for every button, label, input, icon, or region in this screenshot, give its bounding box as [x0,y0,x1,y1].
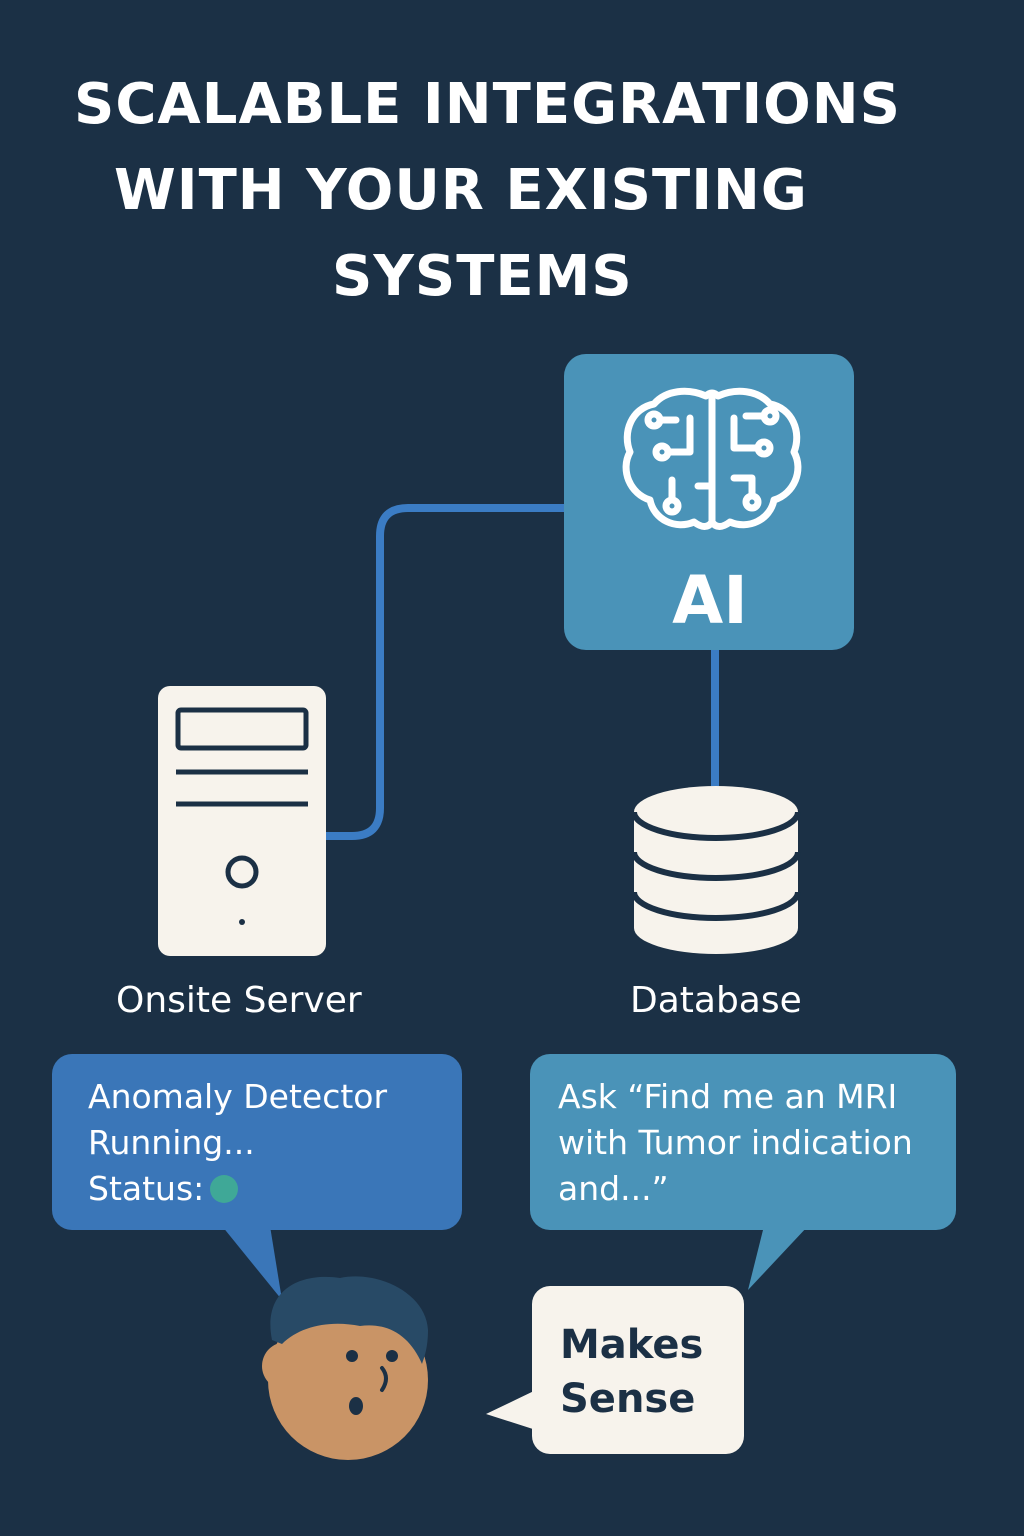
ai-label: AI [672,562,748,639]
person-reply-bubble [486,1286,744,1454]
brain-circuit-icon [622,387,802,530]
person-reply-line-1: Makes [560,1322,704,1368]
database-bubble-text: Ask “Find me an MRI with Tumor indicatio… [558,1074,913,1212]
server-bubble-line-2: Running... [88,1123,255,1162]
database-label: Database [630,980,802,1021]
server-ai-connector [322,504,572,840]
title-line-2: WITH YOUR EXISTING [114,158,808,223]
server-label: Onsite Server [116,980,362,1021]
server-status-bubble [52,1054,462,1300]
status-label: Status: [88,1169,205,1208]
database-query-bubble [530,1054,956,1290]
database-bubble-line-2: with Tumor indication [558,1123,913,1162]
status-indicator-icon [210,1175,239,1203]
database-bubble-line-1: Ask “Find me an MRI [558,1077,898,1116]
title-line-3: SYSTEMS [332,244,633,309]
title-line-1: SCALABLE INTEGRATIONS [74,72,901,137]
server-tower-icon [158,686,326,956]
person-avatar [262,1276,428,1460]
person-reply-text: Makes Sense [560,1318,703,1426]
database-bubble-line-3: and...” [558,1169,669,1208]
server-bubble-line-1: Anomaly Detector [88,1077,388,1116]
database-cylinder-icon [631,786,801,954]
server-bubble-text: Anomaly Detector Running... Status: [88,1074,387,1212]
server-bubble-line-3: Status: [88,1166,387,1212]
page-title: SCALABLE INTEGRATIONS WITH YOUR EXISTING… [0,62,1024,320]
person-reply-line-2: Sense [560,1376,696,1422]
